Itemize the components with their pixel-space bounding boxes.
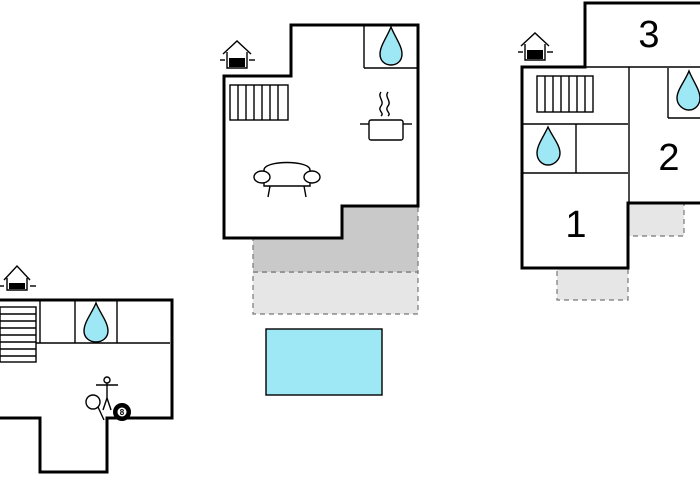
billiards-icon: 8 xyxy=(113,403,131,421)
terrace-icon xyxy=(252,271,419,315)
room-2-label: 2 xyxy=(658,137,679,179)
bathroom-icon xyxy=(536,125,561,166)
room-3-label: 3 xyxy=(638,14,659,56)
bathroom-icon xyxy=(676,69,700,111)
floor-plan-basement: 8 xyxy=(0,264,174,474)
stairs-icon xyxy=(536,75,594,113)
sofa-icon xyxy=(253,161,321,198)
bathroom-icon xyxy=(83,301,109,343)
floor-plan-ground xyxy=(220,23,420,396)
stairs-icon xyxy=(0,306,37,363)
billiard-ball-number: 8 xyxy=(120,408,125,417)
house-icon xyxy=(518,32,553,61)
house-icon xyxy=(0,264,36,291)
terrace-icon xyxy=(556,267,629,301)
swimming-pool-icon xyxy=(265,328,383,396)
house-icon xyxy=(220,40,255,69)
upper-floor-walls xyxy=(520,1,700,270)
room-1-label: 1 xyxy=(565,204,586,246)
terrace-icon xyxy=(627,202,685,237)
floor-plan-upper: 1 2 3 xyxy=(518,1,700,301)
bathroom-icon xyxy=(379,25,403,66)
stairs-icon xyxy=(229,84,289,121)
table-tennis-icon xyxy=(85,376,118,421)
kitchen-icon xyxy=(360,91,412,141)
